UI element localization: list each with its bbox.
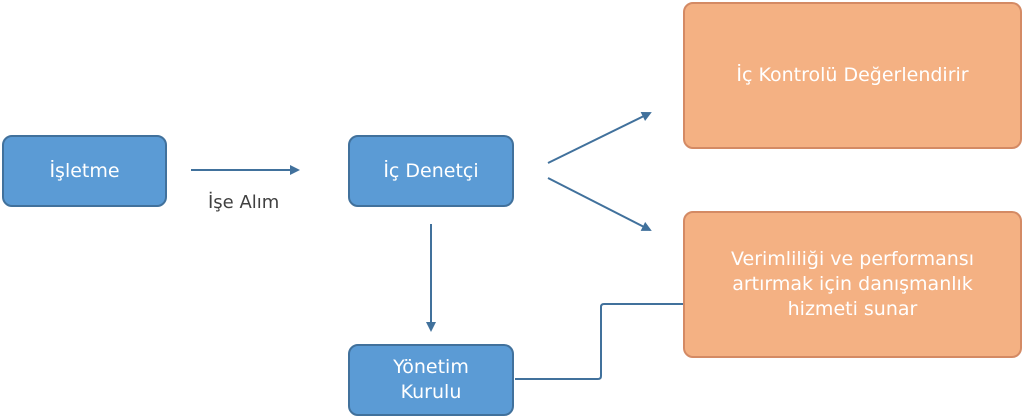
node-danismanlik: Verimliliği ve performansı artırmak için…	[683, 211, 1022, 358]
edge-yonetim-kurulu-to-danismanlik	[515, 303, 684, 380]
node-ic-denetci-label: İç Denetçi	[383, 159, 479, 182]
node-ic-denetci: İç Denetçi	[348, 135, 514, 207]
node-yonetim-kurulu: Yönetim Kurulu	[348, 344, 514, 416]
node-danismanlik-label: Verimliliği ve performansı artırmak için…	[730, 248, 974, 320]
node-yonetim-kurulu-label: Yönetim Kurulu	[393, 356, 469, 403]
node-ic-kontrol: İç Kontrolü Değerlendirir	[683, 2, 1022, 149]
edge-ic-denetci-to-danismanlik	[547, 177, 652, 231]
node-isletme-label: İşletme	[49, 159, 120, 182]
node-isletme: İşletme	[2, 135, 167, 207]
node-ic-kontrol-label: İç Kontrolü Değerlendirir	[736, 64, 969, 87]
edge-ic-denetci-to-ic-kontrol	[547, 112, 652, 164]
edge-label-ise-alim: İşe Alım	[208, 192, 280, 213]
